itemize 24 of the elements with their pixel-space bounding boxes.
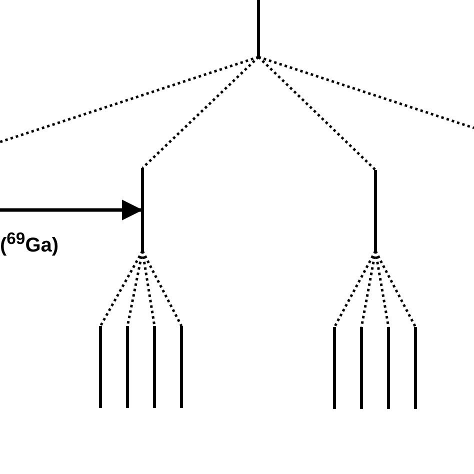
dotted-line xyxy=(333,250,377,328)
level-line xyxy=(126,326,129,408)
level-line xyxy=(99,326,102,408)
isotope-label: ($^{69}$Ga) xyxy=(0,229,59,258)
dotted-line xyxy=(360,250,377,328)
dotted-line xyxy=(258,56,474,130)
dotted-line xyxy=(142,56,260,169)
dotted-line xyxy=(258,56,376,171)
dotted-line xyxy=(0,56,259,144)
level-line xyxy=(387,327,390,409)
level-line xyxy=(141,168,144,251)
dotted-line xyxy=(99,250,144,327)
level-line xyxy=(257,0,260,57)
dotted-line xyxy=(141,250,156,326)
arrow xyxy=(0,200,143,220)
level-line xyxy=(153,326,156,408)
level-line xyxy=(333,327,336,409)
dotted-line xyxy=(126,250,144,326)
level-line xyxy=(374,170,377,251)
dotted-line xyxy=(141,250,183,327)
level-line xyxy=(414,327,417,409)
dotted-line xyxy=(374,250,417,328)
level-line xyxy=(360,327,363,409)
level-line xyxy=(180,326,183,408)
